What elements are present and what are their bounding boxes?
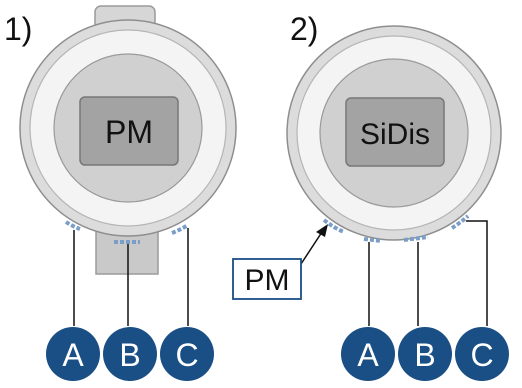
callout-pm: PM — [232, 258, 302, 300]
callout-arrow-line — [300, 231, 323, 265]
device-1: PM — [19, 5, 237, 326]
device-2-leader-c — [466, 220, 488, 326]
marker-1-b-label: B — [119, 337, 140, 373]
marker-2-a: A — [341, 327, 395, 381]
marker-2-b: B — [398, 327, 452, 381]
marker-1-c: C — [160, 327, 214, 381]
device-2: SiDis — [286, 25, 502, 326]
device-2-connector-b — [403, 235, 429, 242]
marker-2-c-label: C — [470, 337, 493, 373]
device-1-connector-a — [64, 220, 81, 231]
callout-pm-label: PM — [245, 264, 290, 297]
device-2-connector-c — [450, 214, 470, 230]
marker-1-c-label: C — [175, 337, 198, 373]
marker-1-b: B — [103, 327, 157, 381]
marker-2-c: C — [455, 327, 509, 381]
marker-1-a-label: A — [62, 337, 84, 373]
callout-pm-box — [232, 258, 302, 300]
panel-2-number: 2) — [290, 11, 318, 47]
marker-1-a: A — [46, 327, 100, 381]
panel-1-number: 1) — [4, 11, 32, 47]
device-1-connector-c — [171, 223, 190, 235]
device-1-display-label: PM — [105, 114, 153, 150]
device-2-display-label: SiDis — [360, 118, 430, 151]
callout-arrow-head — [316, 224, 328, 237]
marker-2-b-label: B — [414, 337, 435, 373]
device-2-connector-a — [363, 237, 383, 243]
marker-2-a-label: A — [357, 337, 379, 373]
device-2-display — [345, 97, 445, 167]
device-1-display — [79, 96, 179, 166]
device-2-connector-pm — [322, 218, 345, 234]
